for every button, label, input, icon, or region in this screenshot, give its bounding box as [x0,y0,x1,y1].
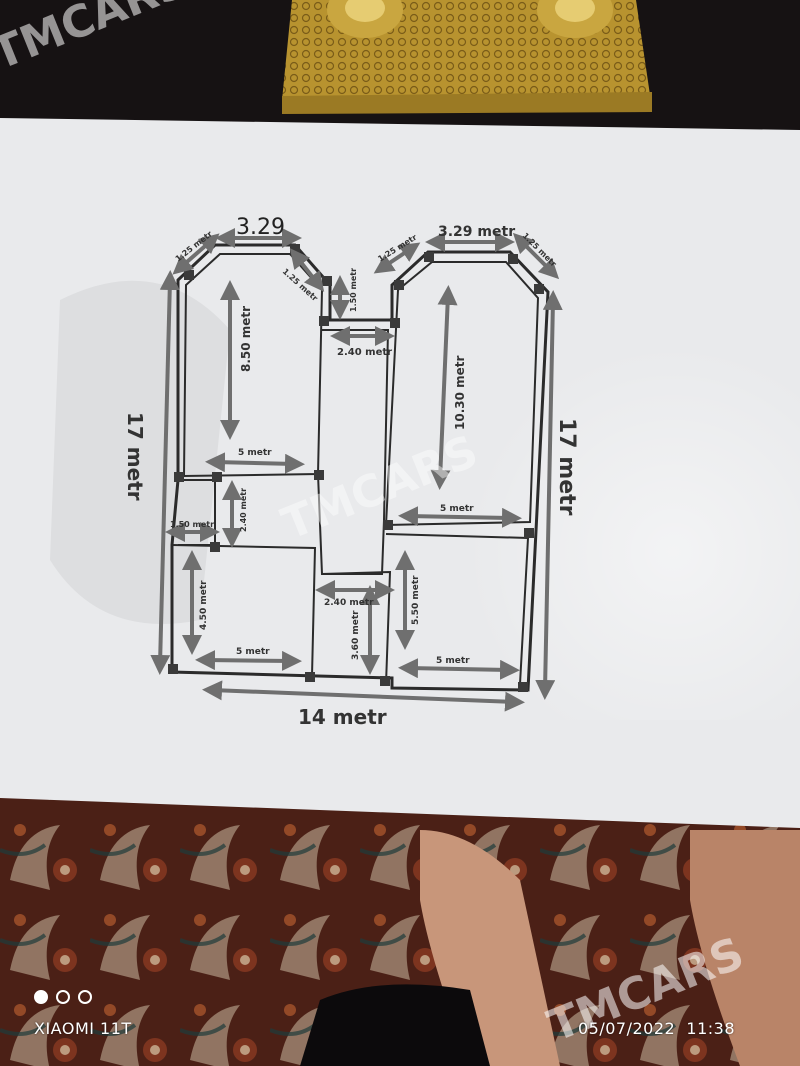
label-room-c-width: 5 metr [236,647,270,657]
label-bath-height: 3.60 metr [351,610,361,660]
brass-ornament [282,0,652,114]
knee-right [690,830,800,1066]
camera-dots-logo [34,990,92,1004]
label-room-d-height: 5.50 metr [411,575,421,625]
label-room-b-width: 5 metr [440,504,474,514]
camera-timestamp: 05/07/2022 11:38 [578,1019,735,1038]
dimension-arrows [150,228,563,712]
label-left-gap-height: 2.40 metr [239,488,248,532]
label-bottom-width: 14 metr [298,705,387,729]
dot-icon [34,990,48,1004]
label-corridor-width: 2.40 metr [337,347,392,358]
dark-clothing [300,984,490,1066]
dot-icon [78,990,92,1004]
label-room-b-height: 10.30 metr [453,355,467,430]
label-room-a-height: 8.50 metr [239,306,253,372]
dot-icon [56,990,70,1004]
label-room-a-width: 5 metr [238,448,272,458]
label-room-d-width: 5 metr [436,656,470,666]
label-bath-width: 2.40 metr [324,598,374,608]
label-top-left-width: 3.29 [236,215,285,240]
label-room-c-height: 4.50 metr [199,580,209,630]
camera-model: XIAOMI 11T [34,1019,132,1038]
label-small-top-height: 1.50 metr [349,268,358,312]
label-left-height: 17 metr [123,412,147,501]
label-top-right-width: 3.29 metr [438,224,515,240]
label-right-height: 17 metr [554,418,579,516]
label-left-gap-width: 1.50 metr [170,520,214,529]
